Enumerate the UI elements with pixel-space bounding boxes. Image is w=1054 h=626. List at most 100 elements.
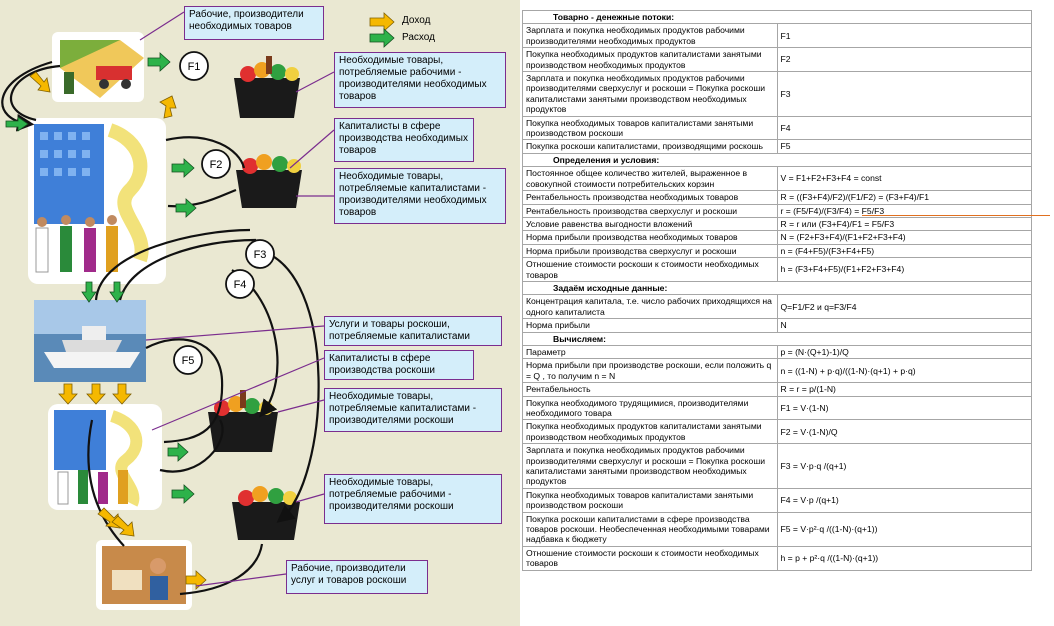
row-description: Норма прибыли при производстве роскоши, … <box>522 358 778 384</box>
row-formula: h = (F3+F4+F5)/(F1+F2+F3+F4) <box>776 257 1032 282</box>
flow-label-f5: F5 <box>182 355 195 367</box>
table-row: Зарплата и покупка необходимых продуктов… <box>522 23 1032 49</box>
section-title: Товарно - денежные потоки: <box>522 9 1032 25</box>
formula-table: Товарно - денежные потоки:Зарплата и пок… <box>522 9 1032 571</box>
table-row: Отношение стоимости роскоши к стоимости … <box>522 545 1032 571</box>
row-description: Отношение стоимости роскоши к стоимости … <box>522 545 778 571</box>
legend-income-label: Доход <box>402 15 431 26</box>
callout-goods-workers-luxury: Необходимые товары, потребляемые рабочим… <box>324 474 502 524</box>
flow-label-f1: F1 <box>188 61 201 73</box>
table-row: Норма прибыли производства необходимых т… <box>522 230 1032 245</box>
section-title: Вычисляем: <box>522 331 1032 346</box>
row-description: Зарплата и покупка необходимых продуктов… <box>522 23 778 49</box>
legend-income-arrow <box>369 12 395 32</box>
row-formula: n = (F4+F5)/(F3+F4+F5) <box>776 243 1032 259</box>
row-description: Норма прибыли производства сверхуслуг и … <box>522 243 778 259</box>
row-formula: F5 <box>776 139 1032 154</box>
flow-label-f2: F2 <box>210 159 223 171</box>
row-description: Покупка необходимых продуктов капиталист… <box>522 419 778 445</box>
row-formula: n = ((1-N) + p·q)/((1-N)·(q+1) + p·q) <box>776 358 1032 384</box>
callout-goods-workers-necessary: Необходимые товары, потребляемые рабочим… <box>334 52 506 108</box>
row-formula: F2 <box>776 47 1032 73</box>
row-formula: p = (N·(Q+1)-1)/Q <box>776 344 1032 360</box>
row-formula: R = ((F3+F4)/F2)/(F1/F2) = (F3+F4)/F1 <box>776 190 1032 205</box>
flow-circle-f4: F4 <box>225 269 255 299</box>
yacht-picture <box>34 300 146 382</box>
row-description: Норма прибыли производства необходимых т… <box>522 230 778 245</box>
callout-workers-luxury: Рабочие, производители услуг и товаров р… <box>286 560 428 594</box>
callout-goods-capitalists: Необходимые товары, потребляемые капитал… <box>334 168 506 224</box>
table-row: Зарплата и покупка необходимых продуктов… <box>522 443 1032 489</box>
row-formula: R = r = p/(1-N) <box>776 382 1032 397</box>
table-row: Концентрация капитала, т.е. число рабочи… <box>522 294 1032 320</box>
row-description: Покупка необходимых товаров капиталистам… <box>522 115 778 141</box>
row-description: Условие равенства выгодности вложений <box>522 216 778 232</box>
basket-4 <box>232 486 300 540</box>
table-row: Зарплата и покупка необходимых продуктов… <box>522 71 1032 117</box>
row-description: Зарплата и покупка необходимых продуктов… <box>522 71 778 117</box>
table-row: Покупка необходимых продуктов капиталист… <box>522 419 1032 445</box>
row-description: Постоянное общее количество жителей, выр… <box>522 166 778 192</box>
basket-2 <box>236 154 302 208</box>
callout-luxury-services: Услуги и товары роскоши, потребляемые ка… <box>324 316 502 346</box>
row-formula: R = r или (F3+F4)/F1 = F5/F3 <box>776 216 1032 232</box>
row-formula: F2 = V·(1-N)/Q <box>776 419 1032 445</box>
row-description: Покупка роскоши капиталистами, производя… <box>522 139 778 154</box>
legend-expense-arrow <box>369 28 395 48</box>
flow-diagram: F1 F2 F3 F4 F5 <box>1 11 395 610</box>
highlight-line <box>862 215 1050 216</box>
basket-1 <box>234 56 300 118</box>
callout-connectors <box>139 11 335 587</box>
formula-table-container: Товарно - денежные потоки:Зарплата и пок… <box>522 9 1032 571</box>
flow-label-f3: F3 <box>254 249 267 261</box>
workers-luxury-picture <box>96 540 192 610</box>
row-formula: F4 <box>776 115 1032 141</box>
flow-circle-f1: F1 <box>179 51 209 81</box>
flow-diagram-panel: F1 F2 F3 F4 F5 Доход Расход Рабочие, про… <box>0 0 520 626</box>
capitalists-luxury-picture <box>48 404 162 510</box>
table-row: Покупка необходимых товаров капиталистам… <box>522 115 1032 141</box>
row-formula: F1 <box>776 23 1032 49</box>
table-row: Рентабельность производства необходимых … <box>522 190 1032 205</box>
workers-farm-picture <box>52 32 144 102</box>
table-section-header: Товарно - денежные потоки: <box>522 9 1032 25</box>
row-description: Покупка необходимого трудящимися, произв… <box>522 395 778 421</box>
flow-circle-f2: F2 <box>201 149 231 179</box>
row-description: Рентабельность производства сверхуслуг и… <box>522 203 778 218</box>
callout-capitalists-necessary: Капиталисты в сфере производства необход… <box>334 118 474 162</box>
flow-label-f4: F4 <box>234 279 247 291</box>
row-formula: Q=F1/F2 и q=F3/F4 <box>776 294 1032 320</box>
row-description: Покупка необходимых товаров капиталистам… <box>522 487 778 513</box>
table-section-header: Задаём исходные данные: <box>522 280 1032 296</box>
row-formula: V = F1+F2+F3+F4 = const <box>776 166 1032 192</box>
flow-circle-f3: F3 <box>245 239 275 269</box>
row-description: Параметр <box>522 344 778 360</box>
row-formula: F4 = V·p /(q+1) <box>776 487 1032 513</box>
row-formula: N = (F2+F3+F4)/(F1+F2+F3+F4) <box>776 230 1032 245</box>
flow-circle-f5: F5 <box>173 345 203 375</box>
section-title: Задаём исходные данные: <box>522 280 1032 296</box>
row-formula: N <box>776 318 1032 333</box>
callout-goods-capitalists-luxury: Необходимые товары, потребляемые капитал… <box>324 388 502 432</box>
row-description: Покупка необходимых продуктов капиталист… <box>522 47 778 73</box>
expense-arrows <box>5 52 197 504</box>
row-formula: h = p + p²·q /((1-N)·(q+1)) <box>776 545 1032 571</box>
table-row: Отношение стоимости роскоши к стоимости … <box>522 257 1032 282</box>
table-row: Норма прибыли при производстве роскоши, … <box>522 358 1032 384</box>
table-section-header: Вычисляем: <box>522 331 1032 346</box>
row-description: Покупка роскоши капиталистами в сфере пр… <box>522 511 778 547</box>
row-description: Зарплата и покупка необходимых продуктов… <box>522 443 778 489</box>
callout-workers-necessary: Рабочие, производители необходимых товар… <box>184 6 324 40</box>
section-title: Определения и условия: <box>522 152 1032 168</box>
row-formula: F5 = V·p²·q /((1-N)·(q+1)) <box>776 511 1032 547</box>
row-description: Отношение стоимости роскоши к стоимости … <box>522 257 778 282</box>
income-arrows <box>29 71 207 590</box>
table-section-header: Определения и условия: <box>522 152 1032 168</box>
table-row: Покупка роскоши капиталистами в сфере пр… <box>522 511 1032 547</box>
table-row: Рентабельность производства сверхуслуг и… <box>522 203 1032 218</box>
capitalists-necessary-picture <box>28 118 166 284</box>
table-row: Покупка необходимых продуктов капиталист… <box>522 47 1032 73</box>
